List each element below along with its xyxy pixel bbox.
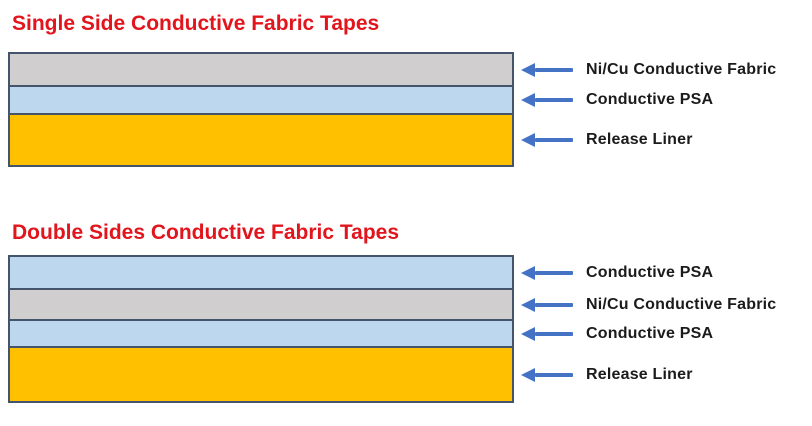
arrow-head	[521, 93, 535, 107]
layer-stack	[8, 52, 514, 167]
arrow-head	[521, 297, 535, 312]
layer-label: Ni/Cu Conductive Fabric	[586, 60, 777, 78]
layer-conductive-psa	[8, 85, 514, 115]
left-arrow-icon	[521, 326, 573, 341]
layer-label-row: Release Liner	[521, 131, 693, 149]
layer-diagram: Conductive PSA Ni/Cu Conductive Fabric C…	[0, 255, 812, 411]
arrow-head	[521, 326, 535, 341]
layer-label-row: Release Liner	[521, 366, 693, 384]
double-sides-section: Double Sides Conductive Fabric Tapes Con…	[0, 221, 812, 416]
layer-release-liner	[8, 346, 514, 403]
layer-label: Conductive PSA	[586, 91, 714, 108]
layer-ni-cu-fabric	[8, 288, 514, 321]
arrow-tail	[535, 331, 573, 336]
arrow-tail	[535, 372, 573, 377]
arrow-tail	[535, 67, 573, 72]
layer-label-row: Conductive PSA	[521, 325, 713, 343]
left-arrow-icon	[521, 133, 573, 147]
section-title: Double Sides Conductive Fabric Tapes	[12, 221, 400, 244]
section-title: Single Side Conductive Fabric Tapes	[12, 12, 380, 35]
layer-conductive-psa-bottom	[8, 319, 514, 348]
layer-diagram: Ni/Cu Conductive Fabric Conductive PSA R…	[0, 52, 812, 172]
layer-release-liner	[8, 113, 514, 167]
left-arrow-icon	[521, 62, 573, 77]
arrow-head	[521, 265, 535, 280]
layer-label-row: Conductive PSA	[521, 91, 713, 109]
left-arrow-icon	[521, 297, 573, 312]
left-arrow-icon	[521, 367, 573, 382]
left-arrow-icon	[521, 265, 573, 280]
single-side-section: Single Side Conductive Fabric Tapes Ni/C…	[0, 12, 812, 182]
left-arrow-icon	[521, 93, 573, 107]
layer-label: Release Liner	[586, 131, 693, 148]
layer-ni-cu-fabric	[8, 52, 514, 87]
layer-label-row: Conductive PSA	[521, 264, 713, 282]
arrow-tail	[535, 138, 573, 142]
arrow-head	[521, 62, 535, 77]
layer-label: Conductive PSA	[586, 263, 714, 281]
arrow-tail	[535, 302, 573, 307]
layer-label: Conductive PSA	[586, 324, 714, 342]
layer-label-row: Ni/Cu Conductive Fabric	[521, 61, 776, 79]
arrow-head	[521, 133, 535, 147]
arrow-tail	[535, 98, 573, 102]
arrow-head	[521, 367, 535, 382]
arrow-tail	[535, 270, 573, 275]
layer-label: Release Liner	[586, 365, 693, 383]
layer-label-row: Ni/Cu Conductive Fabric	[521, 296, 776, 314]
layer-label: Ni/Cu Conductive Fabric	[586, 295, 777, 313]
layer-stack	[8, 255, 514, 403]
layer-conductive-psa-top	[8, 255, 514, 290]
